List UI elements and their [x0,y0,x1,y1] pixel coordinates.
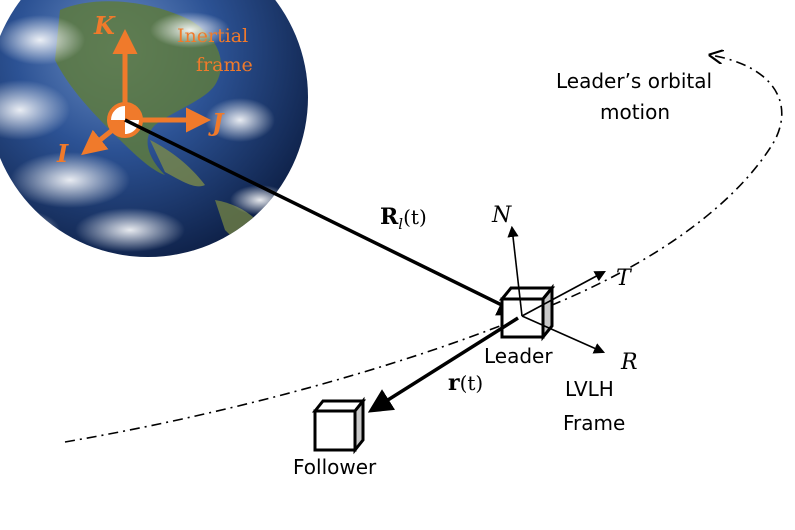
axis-K-label: K [93,11,116,40]
axis-I-label: I [56,139,69,168]
inertial-frame-axes [81,29,211,156]
relative-vector-r [367,316,519,413]
orbit-label-line2: motion [600,100,670,124]
leader-orbit-path [64,55,783,443]
follower-spacecraft [311,396,367,455]
lvlh-R-label: R [620,350,638,375]
lvlh-N-label: N [491,203,512,228]
R-vector-label: Rl(t) [380,204,427,233]
position-vector-R [124,118,523,316]
lvlh-T-label: T [616,266,633,291]
orbit-label-line1: Leader’s orbital [556,69,712,93]
lvlh-frame-label-line1: LVLH [565,377,614,401]
r-vector-label: r(t) [448,370,483,396]
lvlh-axes [507,225,606,354]
inertial-frame-label-line1: Inertial [177,25,248,47]
axis-J-label: J [208,108,225,137]
earth-globe [0,0,308,257]
follower-label: Follower [293,455,377,479]
leader-label: Leader [484,344,553,368]
lvlh-frame-label-line2: Frame [563,411,625,435]
inertial-frame-label-line2: frame [196,54,253,76]
